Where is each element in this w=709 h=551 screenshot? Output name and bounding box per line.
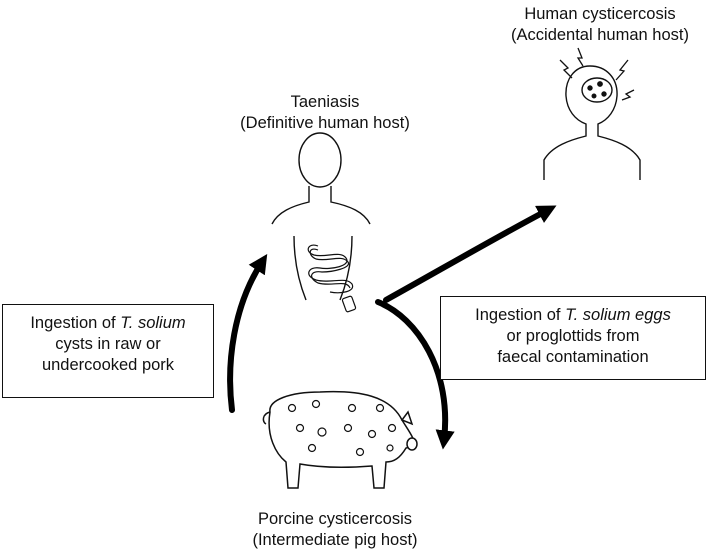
human-cysticercosis-silhouette (543, 47, 641, 180)
arrow-eggs-to-human-cysticercosis (383, 205, 557, 303)
taeniasis-human-silhouette (271, 132, 371, 301)
pork-ingestion-box: Ingestion of T. solium cysts in raw or u… (2, 304, 214, 398)
pork-box-line-1: Ingestion of T. solium (30, 314, 186, 332)
taeniasis-title: Taeniasis (290, 93, 360, 111)
pork-box-line-3: undercooked pork (41, 356, 175, 374)
human-cysticercosis-label: Human cysticercosis (Accidental human ho… (510, 4, 690, 46)
eggs-box-line-2: or proglottids from (506, 327, 640, 345)
human-cysticercosis-title: Human cysticercosis (524, 5, 676, 23)
taeniasis-label: Taeniasis (Definitive human host) (230, 92, 420, 134)
porcine-cysticercosis-subtitle: (Intermediate pig host) (252, 531, 418, 549)
porcine-cysticercosis-title: Porcine cysticercosis (257, 510, 413, 528)
pig-icon (262, 390, 418, 489)
arrow-human-to-pig (375, 299, 455, 450)
tapeworm-icon (307, 244, 357, 313)
eggs-ingestion-box: Ingestion of T. solium eggs or proglotti… (440, 296, 706, 380)
porcine-cysticercosis-label: Porcine cysticercosis (Intermediate pig … (235, 509, 435, 551)
arrow-pig-to-human (227, 253, 268, 413)
eggs-box-line-3: faecal contamination (497, 348, 649, 366)
taeniasis-subtitle: (Definitive human host) (240, 114, 410, 132)
eggs-box-line-1: Ingestion of T. solium eggs (475, 306, 671, 324)
human-cysticercosis-subtitle: (Accidental human host) (511, 26, 689, 44)
pork-box-line-2: cysts in raw or (55, 335, 161, 353)
